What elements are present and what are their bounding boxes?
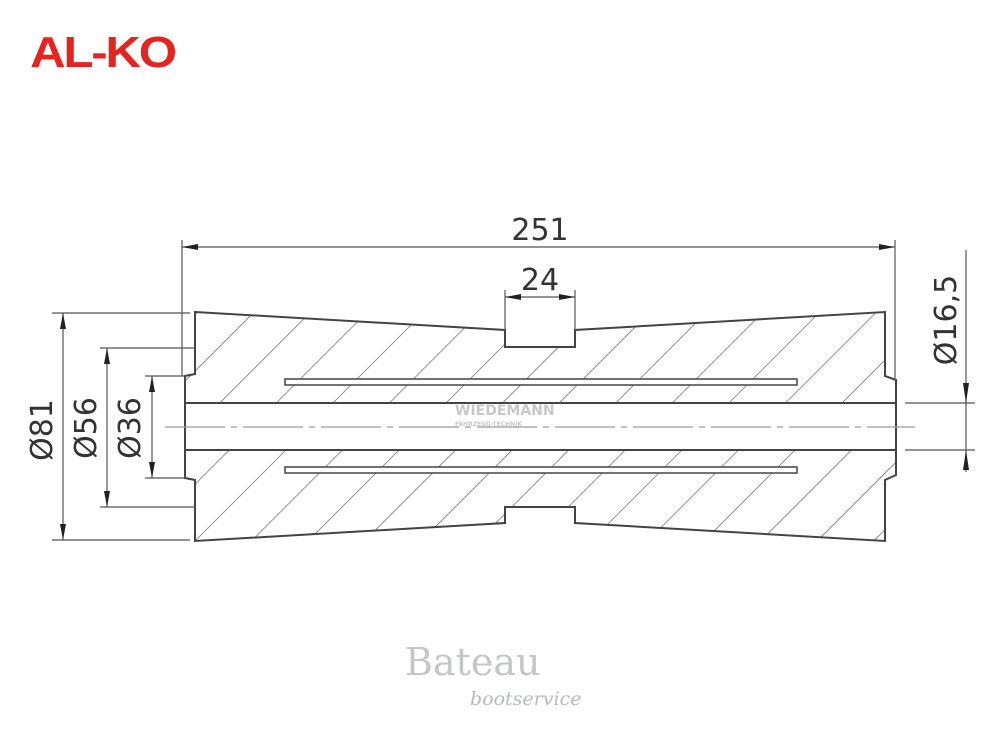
slot-bottom [284, 466, 798, 474]
dim-length-label: 251 [511, 213, 568, 248]
watermark-main: WIEDEMANN [455, 403, 555, 419]
dim-bore-dia-label: Ø16,5 [929, 275, 964, 365]
wiedemann-watermark: WIEDEMANN FAHRZEUG-TECHNIK [455, 403, 555, 428]
watermark-sub: FAHRZEUG-TECHNIK [455, 421, 523, 428]
dim-inner-dia-label: Ø36 [113, 397, 148, 459]
dimensions [52, 240, 975, 541]
alko-logo: AL-KO [30, 28, 177, 77]
bateau-brand: Bateau [405, 640, 541, 684]
dim-outer-dia-label: Ø81 [25, 399, 60, 461]
dim-middle-dia-label: Ø56 [69, 397, 104, 459]
dim-groove-label: 24 [521, 263, 559, 298]
bootservice-tagline: bootservice [470, 688, 582, 710]
roller-outline [184, 310, 897, 543]
slot-top [284, 378, 798, 386]
roller-section [165, 310, 915, 543]
